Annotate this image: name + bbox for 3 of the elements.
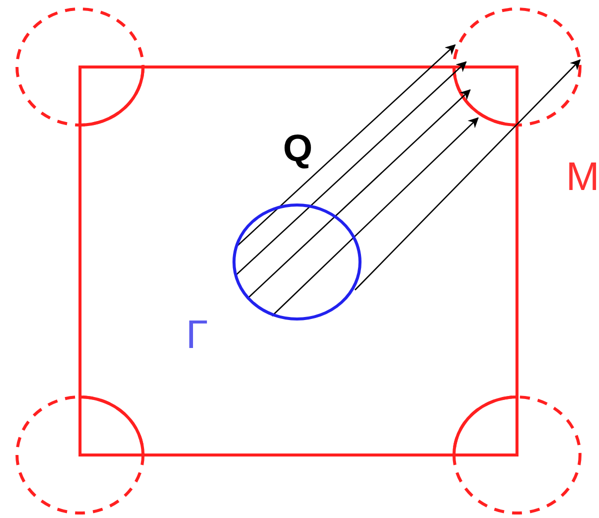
region-label: Γ xyxy=(186,315,208,355)
manifold-label: M xyxy=(566,157,599,197)
set-label: Q xyxy=(283,130,313,168)
